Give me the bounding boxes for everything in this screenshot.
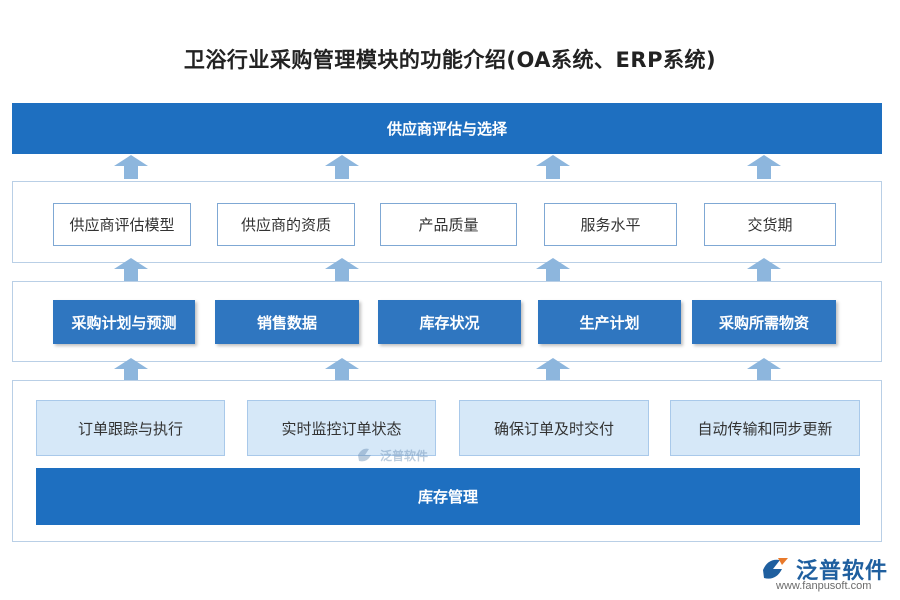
- up-arrow-icon: [747, 258, 781, 282]
- watermark-logo-icon: [358, 448, 371, 462]
- up-arrow-icon: [114, 155, 148, 179]
- plan-box-production-plan: 生产计划: [538, 300, 681, 344]
- up-arrow-icon: [536, 258, 570, 282]
- order-box-tracking: 订单跟踪与执行: [36, 400, 225, 456]
- watermark-text: 泛普软件: [380, 448, 429, 463]
- top-banner-supplier-evaluation: 供应商评估与选择: [12, 103, 882, 154]
- up-arrow-icon: [114, 358, 148, 382]
- base-bar-inventory-management: 库存管理: [36, 468, 860, 525]
- up-arrow-icon: [747, 358, 781, 382]
- plan-box-materials: 采购所需物资: [692, 300, 836, 344]
- plan-box-sales-data: 销售数据: [215, 300, 359, 344]
- order-box-timely-delivery: 确保订单及时交付: [459, 400, 649, 456]
- brand-name: 泛普软件: [796, 559, 889, 584]
- watermark: 泛普软件: [356, 446, 428, 464]
- up-arrow-icon: [325, 155, 359, 179]
- order-box-monitoring: 实时监控订单状态: [247, 400, 436, 456]
- up-arrow-icon: [325, 258, 359, 282]
- up-arrow-icon: [325, 358, 359, 382]
- page-title: 卫浴行业采购管理模块的功能介绍(OA系统、ERP系统): [183, 48, 717, 72]
- eval-box-qualification: 供应商的资质: [217, 203, 355, 246]
- eval-box-delivery: 交货期: [704, 203, 836, 246]
- up-arrow-icon: [536, 155, 570, 179]
- up-arrow-icon: [114, 258, 148, 282]
- eval-box-quality: 产品质量: [380, 203, 517, 246]
- up-arrow-icon: [536, 358, 570, 382]
- brand-url: www.fanpusoft.com: [776, 580, 872, 592]
- plan-box-forecast: 采购计划与预测: [53, 300, 195, 344]
- order-box-auto-sync: 自动传输和同步更新: [670, 400, 860, 456]
- eval-box-model: 供应商评估模型: [53, 203, 191, 246]
- plan-box-inventory-status: 库存状况: [378, 300, 521, 344]
- brand-logo: 泛普软件: [760, 553, 888, 585]
- eval-box-service: 服务水平: [544, 203, 677, 246]
- brand-logo-icon: [763, 558, 788, 579]
- up-arrow-icon: [747, 155, 781, 179]
